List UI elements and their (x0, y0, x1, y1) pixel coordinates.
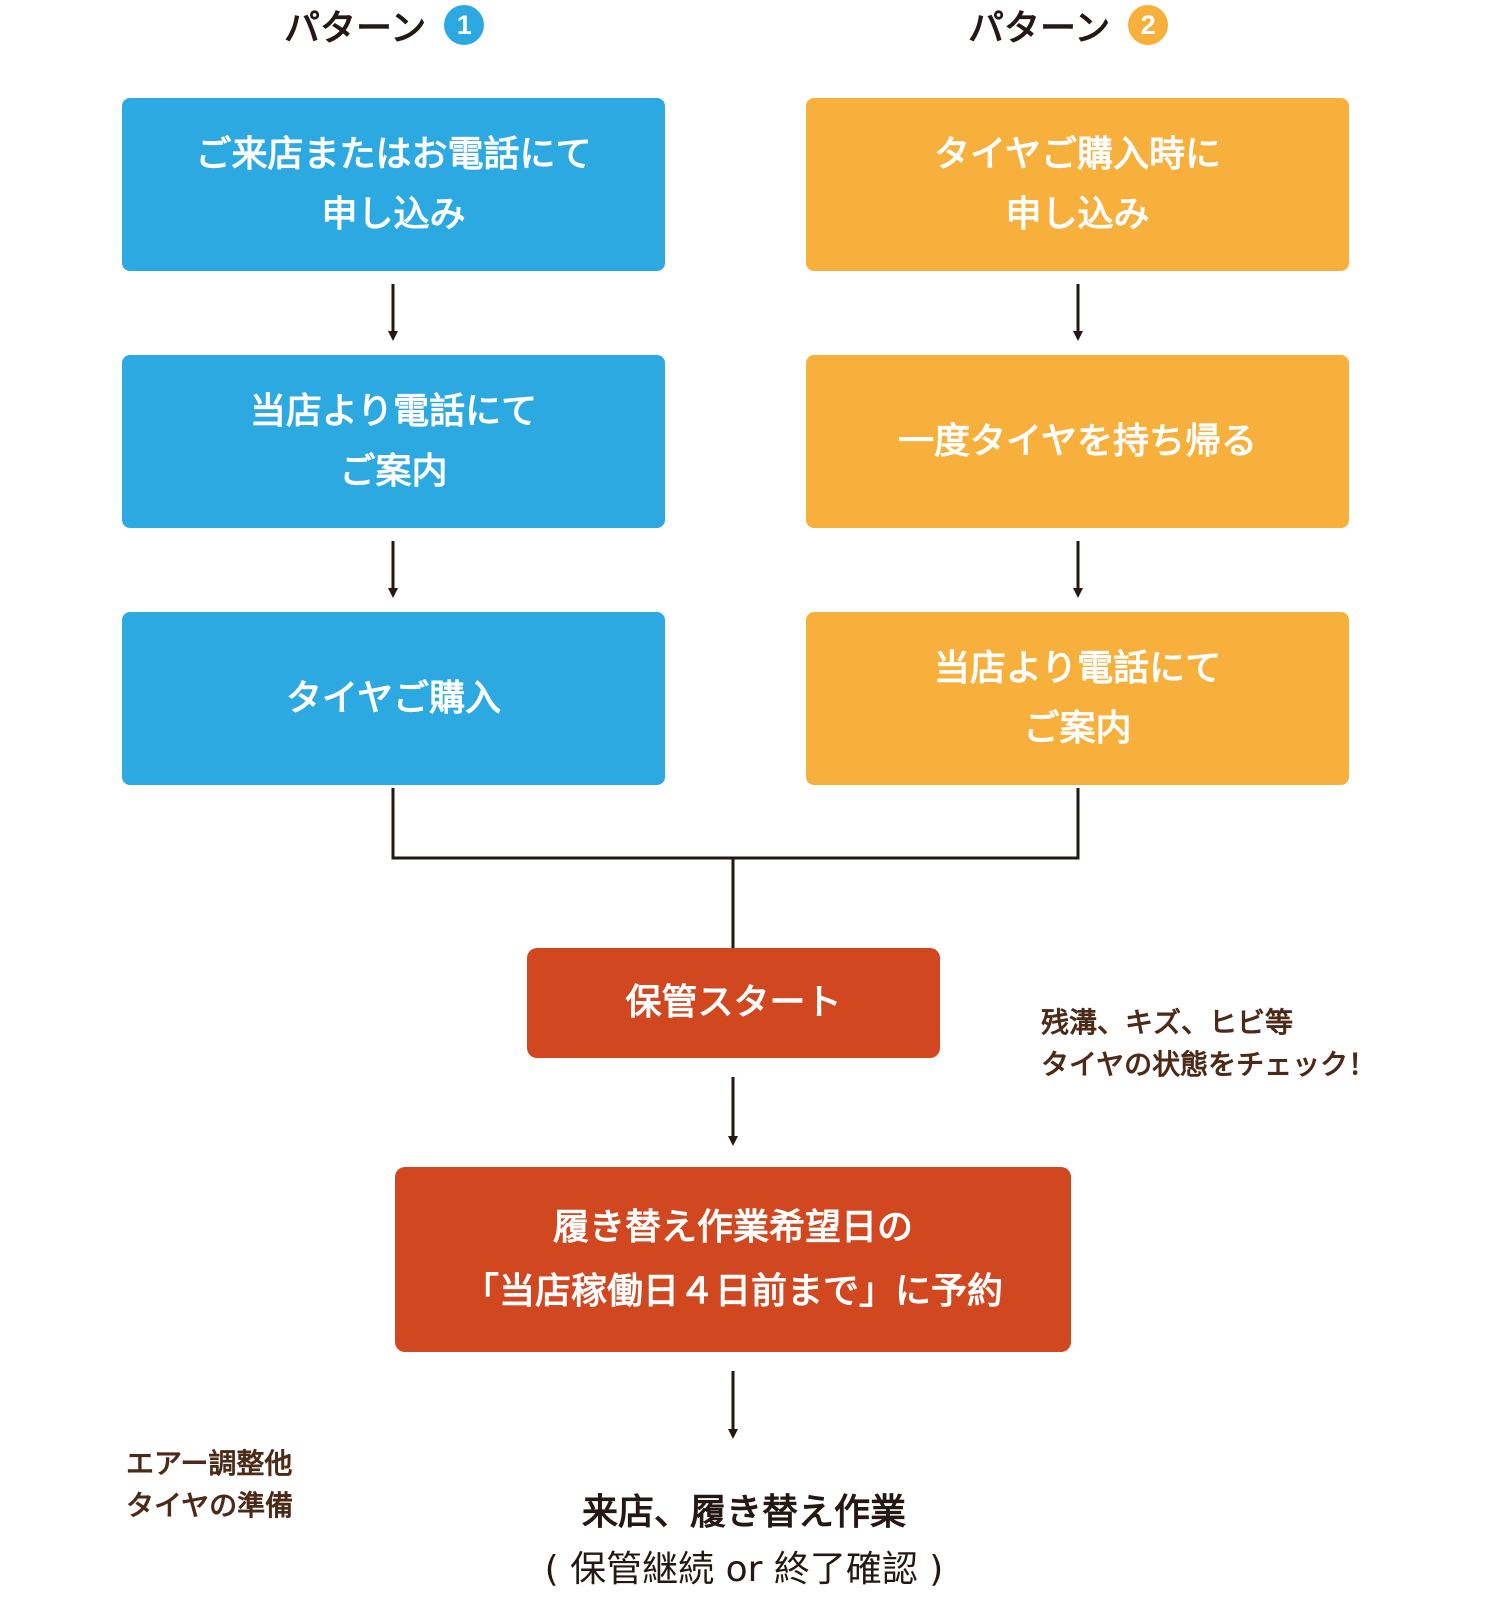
pattern-2-title: パターン (968, 8, 1111, 49)
p1-step-purchase: タイヤご購入 (122, 612, 665, 785)
p2-step-call-line1: 当店より電話にて (933, 647, 1222, 689)
pattern-1-title: パターン (284, 8, 427, 49)
check-note-line2: タイヤの状態をチェック！ (1041, 1048, 1377, 1081)
p1-step-call-line2: ご案内 (339, 450, 448, 492)
booking-box: 履き替え作業希望日の 「当店稼働日４日前まで」に予約 (395, 1167, 1071, 1352)
prep-note: エアー調整他 タイヤの準備 (126, 1443, 293, 1527)
final-step-subtitle: ( 保管継続 or 終了確認 ) (544, 1549, 944, 1590)
booking-line1: 履き替え作業希望日の (552, 1206, 913, 1248)
p1-step-apply-line2: 申し込み (321, 193, 466, 235)
p1-step-call: 当店より電話にて ご案内 (122, 355, 665, 528)
p2-step-apply-line1: タイヤご購入時に (934, 133, 1221, 175)
p1-step-call-line1: 当店より電話にて (249, 390, 538, 432)
booking-line2: 「当店稼働日４日前まで」に予約 (462, 1270, 1003, 1312)
p2-step-takehome: 一度タイヤを持ち帰る (806, 355, 1349, 528)
prep-note-line1: エアー調整他 (126, 1447, 293, 1480)
pattern-2-header: パターン 2 (968, 0, 1169, 50)
p1-step-apply: ご来店またはお電話にて 申し込み (122, 98, 665, 271)
prep-note-line2: タイヤの準備 (126, 1489, 294, 1522)
p2-step-takehome-line1: 一度タイヤを持ち帰る (898, 420, 1257, 462)
merge-connector (391, 788, 1080, 860)
pattern-2-badge: 2 (1128, 5, 1169, 45)
check-note-line1: 残溝、キズ、ヒビ等 (1041, 1006, 1294, 1039)
final-step-title: 来店、履き替え作業 (581, 1492, 906, 1533)
storage-start-box: 保管スタート (527, 948, 940, 1058)
p2-step-apply: タイヤご購入時に 申し込み (806, 98, 1349, 271)
p1-step-apply-line1: ご来店またはお電話にて (195, 133, 592, 175)
p2-step-apply-line2: 申し込み (1005, 193, 1150, 235)
pattern-1-header: パターン 1 (284, 0, 485, 50)
check-note: 残溝、キズ、ヒビ等 タイヤの状態をチェック！ (1041, 1002, 1376, 1086)
pattern-1-badge: 1 (444, 5, 485, 45)
final-step: 来店、履き替え作業 ( 保管継続 or 終了確認 ) (480, 1488, 1008, 1596)
p2-step-call-line2: ご案内 (1023, 707, 1132, 749)
p1-step-purchase-line1: タイヤご購入 (286, 677, 501, 719)
p2-step-call: 当店より電話にて ご案内 (806, 612, 1349, 785)
storage-start-label: 保管スタート (625, 982, 842, 1023)
